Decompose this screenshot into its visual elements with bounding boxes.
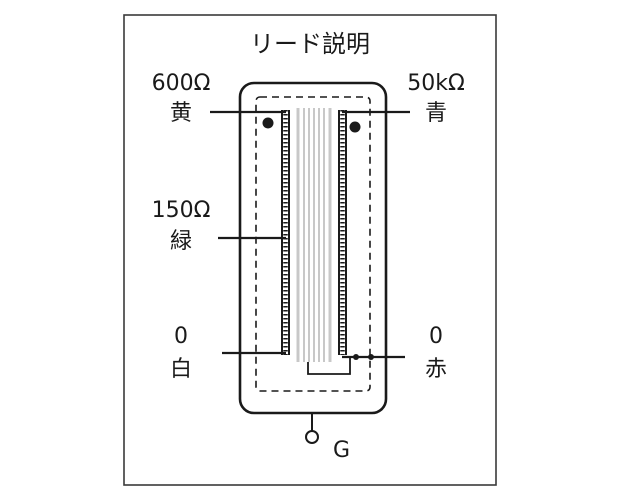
lead-value-primary-0: 0 [174, 324, 188, 349]
primary-coil-icon [281, 110, 290, 355]
lead-value-600-ohm: 600Ω [152, 71, 211, 96]
inner-shield-dashed [255, 96, 371, 392]
junction-dot [368, 354, 374, 360]
lead-value-50k-ohm: 50kΩ [407, 71, 465, 96]
lead-color-secondary-0: 赤 [425, 357, 447, 382]
ground-terminal-icon [305, 430, 319, 444]
diagram-title: リード説明 [250, 30, 370, 58]
secondary-polarity-dot-icon [349, 121, 361, 133]
primary-polarity-dot-icon [262, 117, 274, 129]
lead-color-150-ohm: 緑 [170, 229, 192, 254]
lead-value-150-ohm: 150Ω [152, 198, 211, 223]
lead-color-primary-0: 白 [170, 357, 192, 382]
diagram-frame [123, 14, 497, 486]
junction-dot [353, 354, 359, 360]
secondary-coil-icon [338, 110, 347, 355]
iron-core [296, 108, 332, 362]
lead-color-50k-ohm: 青 [425, 101, 447, 126]
lead-value-secondary-0: 0 [429, 324, 443, 349]
ground-label: G [333, 438, 350, 463]
core-ground-link [307, 357, 351, 375]
lead-color-600-ohm: 黄 [170, 101, 192, 126]
